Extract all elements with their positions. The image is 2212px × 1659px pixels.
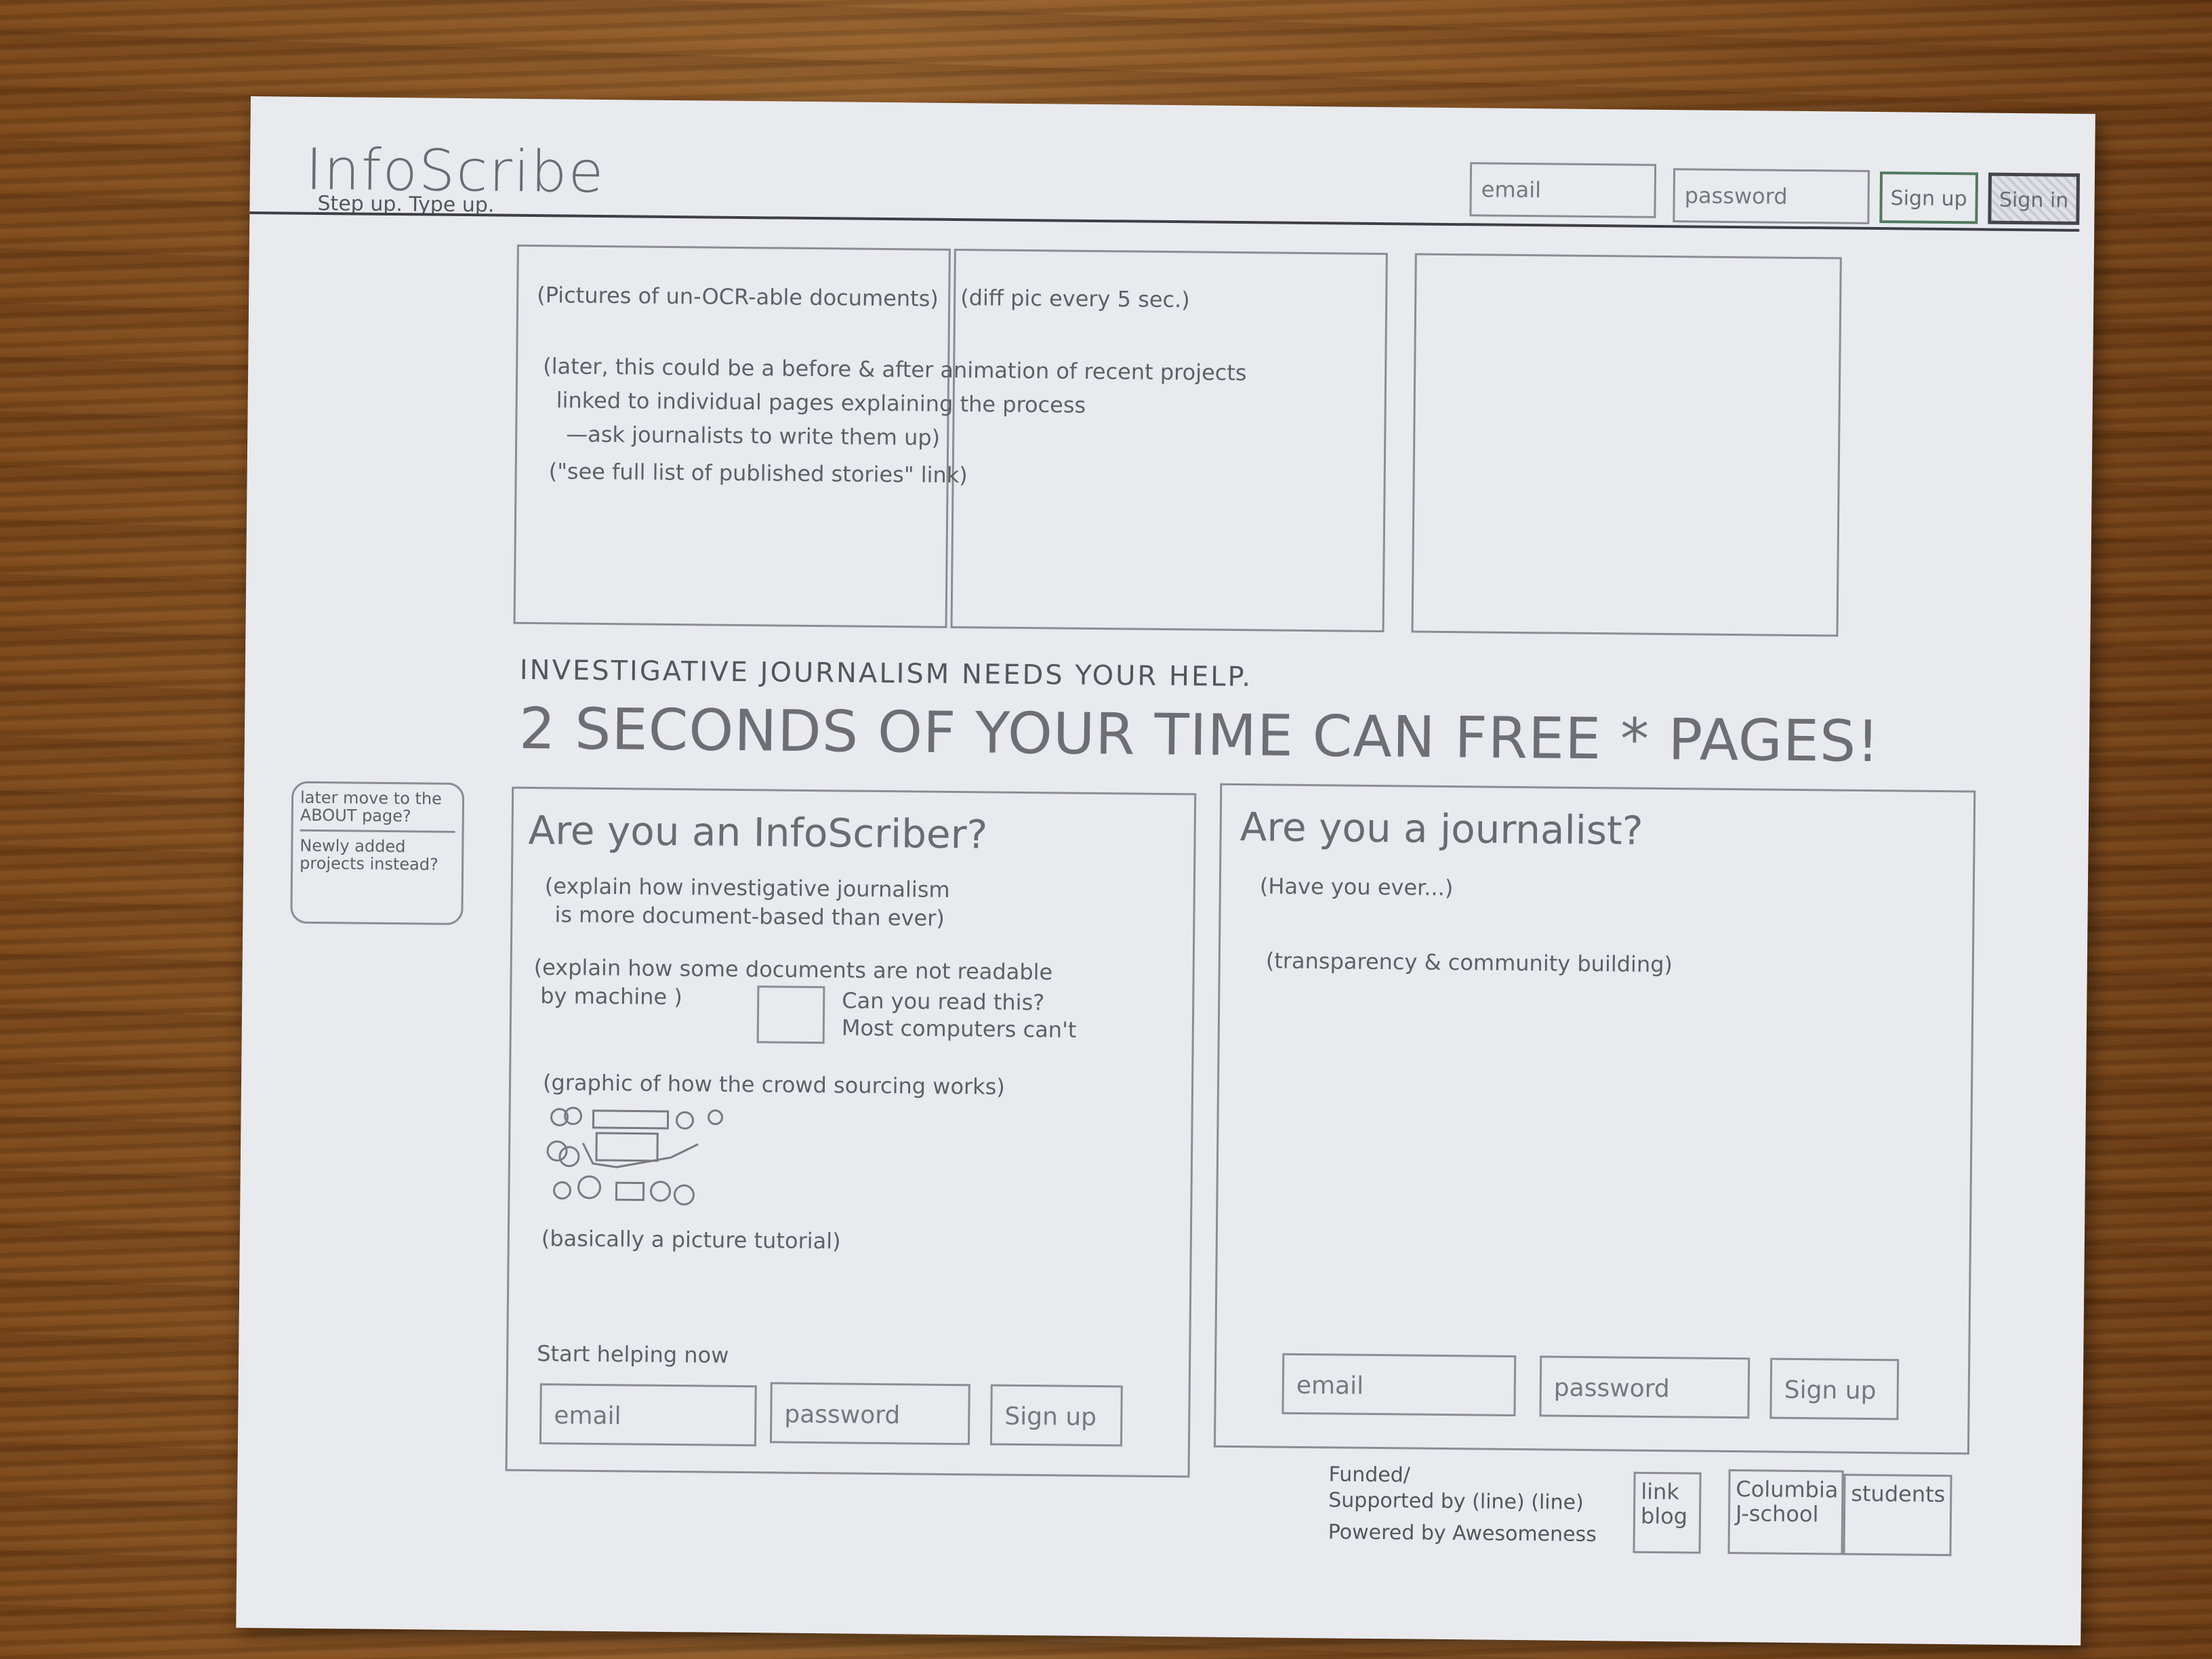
infoscriber-password-input[interactable]: password — [769, 1382, 970, 1446]
infoscriber-signup-button[interactable]: Sign up — [989, 1384, 1123, 1447]
footer-link[interactable]: link — [1641, 1478, 1680, 1505]
journalist-text-1: (Have you ever...) — [1259, 873, 1454, 901]
hero-panel-3 — [1411, 253, 1842, 637]
header-email-input[interactable]: email — [1469, 162, 1657, 218]
journalist-email-input[interactable]: email — [1282, 1353, 1517, 1417]
side-note-bubble: later move to the ABOUT page? Newly adde… — [290, 781, 465, 926]
students-logo-box: students — [1843, 1473, 1952, 1557]
cta-subheading: INVESTIGATIVE JOURNALISM NEEDS YOUR HELP… — [519, 654, 1253, 693]
read-question-2: Most computers can't — [841, 1015, 1077, 1043]
header-signin-button[interactable]: Sign in — [1988, 172, 2081, 225]
side-note-line2: Newly added projects instead? — [300, 836, 438, 874]
infoscriber-text-4: (basically a picture tutorial) — [541, 1225, 841, 1254]
start-helping-label: Start helping now — [537, 1340, 729, 1368]
journalist-password-input[interactable]: password — [1539, 1355, 1750, 1419]
footer-supported: Supported by (line) (line) — [1328, 1488, 1584, 1515]
captcha-sample-image — [756, 985, 825, 1044]
hero-note-ask: —ask journalists to write them up) — [566, 421, 941, 451]
journalist-text-2: (transparency & community building) — [1265, 947, 1673, 978]
journalist-card-title: Are you a journalist? — [1240, 804, 1643, 854]
infoscriber-text-1b: is more document-based than ever) — [554, 901, 945, 931]
footer-powered: Powered by Awesomeness — [1328, 1520, 1597, 1547]
hero-note-pictures: (Pictures of un-OCR-able documents) — [537, 282, 939, 312]
hero-note-linked: linked to individual pages explaining th… — [556, 387, 1086, 418]
footer-links-box: link blog — [1633, 1471, 1702, 1554]
header-password-input[interactable]: password — [1673, 168, 1870, 224]
infoscriber-card-title: Are you an InfoScriber? — [528, 806, 988, 858]
footer-funded: Funded/ — [1328, 1462, 1411, 1488]
infoscriber-text-2b: by machine ) — [540, 983, 683, 1010]
cta-heading: 2 SECONDS OF YOUR TIME CAN FREE * PAGES! — [518, 695, 1881, 775]
journalist-signup-button[interactable]: Sign up — [1769, 1357, 1900, 1420]
infoscriber-text-2a: (explain how some documents are not read… — [533, 954, 1053, 985]
infoscriber-email-input[interactable]: email — [539, 1383, 757, 1447]
hero-note-see-full-list[interactable]: ("see full list of published stories" li… — [548, 458, 968, 489]
infoscriber-text-1a: (explain how investigative journalism — [544, 873, 950, 903]
hero-note-diff: (diff pic every 5 sec.) — [960, 285, 1190, 313]
side-note-divider — [300, 829, 455, 833]
crowdsourcing-graphic — [546, 1107, 724, 1206]
paper-sheet: InfoScribe Step up. Type up. email passw… — [236, 96, 2095, 1646]
header-signup-button[interactable]: Sign up — [1879, 171, 1979, 224]
read-question-1: Can you read this? — [842, 987, 1045, 1016]
footer-blog-link[interactable]: blog — [1640, 1502, 1688, 1530]
side-note-line1: later move to the ABOUT page? — [300, 787, 443, 826]
columbia-logo-box: Columbia J-school — [1727, 1469, 1844, 1555]
infoscriber-text-3: (graphic of how the crowd sourcing works… — [542, 1069, 1006, 1100]
